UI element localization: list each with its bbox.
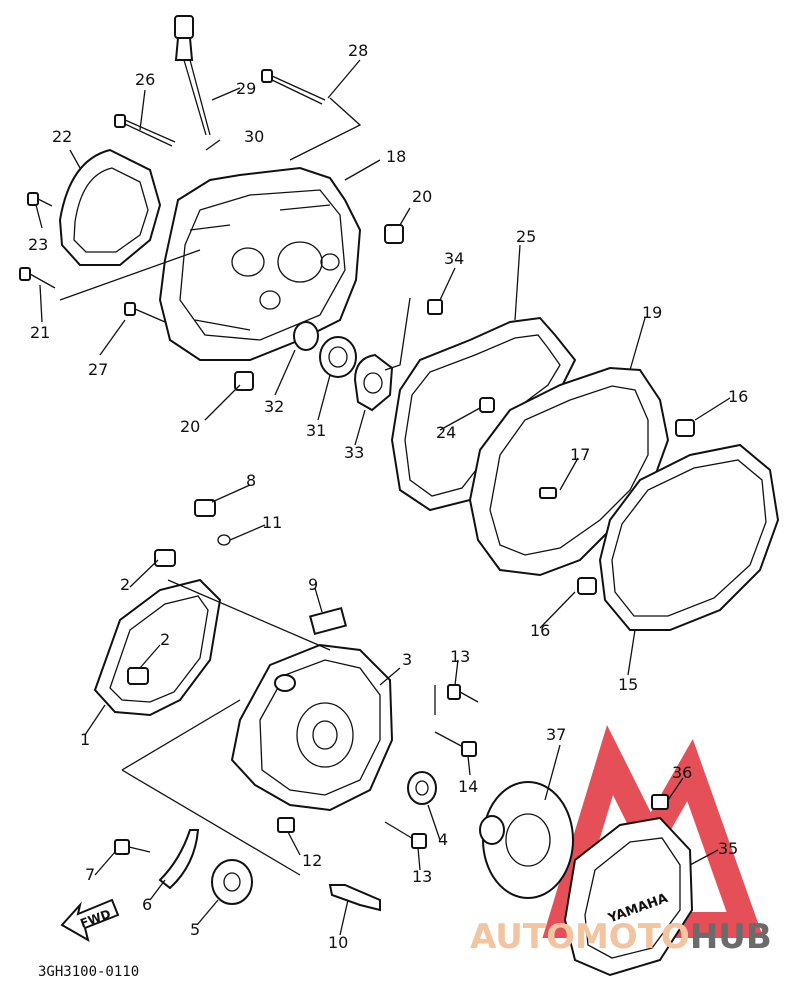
dowel-pin-24 (479, 397, 495, 413)
callout-2b: 2 (160, 630, 170, 649)
rotor-37 (479, 781, 574, 899)
bolt-14 (434, 731, 477, 757)
oil-seal-4 (407, 771, 437, 805)
callout-9: 9 (308, 575, 318, 594)
watermark-text: AUTOMOTOHUB (470, 917, 772, 957)
crankcase-cover-left (158, 166, 362, 361)
callout-20b: 20 (180, 417, 200, 436)
callout-36: 36 (672, 763, 692, 782)
callout-3: 3 (402, 650, 412, 669)
crankcase-cover-19 (468, 366, 670, 577)
callout-13a: 13 (450, 647, 470, 666)
callout-29: 29 (236, 79, 256, 98)
bolt-12 (277, 817, 295, 833)
callout-19: 19 (642, 303, 662, 322)
callout-10: 10 (328, 933, 348, 952)
callout-27: 27 (88, 360, 108, 379)
bearing-5 (211, 859, 253, 905)
callout-5: 5 (190, 920, 200, 939)
leader-lines (35, 59, 731, 936)
callout-14: 14 (458, 777, 478, 796)
crankcase-cover-35: YAMAHA (563, 816, 694, 977)
callout-28: 28 (348, 41, 368, 60)
callout-7: 7 (85, 865, 95, 884)
callout-26: 26 (135, 70, 155, 89)
crankcase-cover-3 (230, 643, 394, 812)
oil-level-gauge (174, 15, 211, 136)
bolt-27 (124, 302, 166, 323)
callout-22: 22 (52, 127, 72, 146)
callout-31: 31 (306, 421, 326, 440)
bolt-7 (114, 839, 151, 855)
gasket-22 (58, 148, 162, 266)
callout-32: 32 (264, 397, 284, 416)
callout-24: 24 (436, 423, 456, 442)
callout-6: 6 (142, 895, 152, 914)
callout-labels: 1 2 2 3 4 5 6 7 8 9 10 11 12 13 13 14 15… (28, 41, 748, 952)
oil-filler-bolt-8 (194, 499, 216, 517)
label-9 (308, 606, 348, 636)
callout-13b: 13 (412, 867, 432, 886)
bolt-13-lower (384, 821, 427, 849)
dowel-pin-20-upper (384, 224, 404, 244)
fwd-label: FWD (78, 907, 112, 931)
dowel-pin-16-upper (675, 419, 695, 437)
callout-11: 11 (262, 513, 282, 532)
callout-12: 12 (302, 851, 322, 870)
callout-2a: 2 (120, 575, 130, 594)
callout-1: 1 (80, 730, 90, 749)
bolt-23 (27, 192, 53, 207)
callout-15: 15 (618, 675, 638, 694)
oil-seal-32 (293, 321, 319, 351)
callout-21: 21 (30, 323, 50, 342)
callout-16b: 16 (530, 621, 550, 640)
bearing-31 (319, 336, 357, 378)
callout-18: 18 (386, 147, 406, 166)
callout-4: 4 (438, 830, 448, 849)
callout-33: 33 (344, 443, 364, 462)
reference-code: 3GH3100-0110 (38, 964, 139, 980)
clamp-10 (328, 884, 381, 912)
callout-25: 25 (516, 227, 536, 246)
forward-direction-arrow: FWD (60, 898, 120, 943)
callout-34: 34 (444, 249, 464, 268)
bolt-21 (19, 267, 56, 289)
dowel-pin-2 (127, 549, 176, 685)
watermark-prefix: AUTOMOTO (470, 917, 690, 957)
bolt-26 (114, 114, 176, 147)
dowel-pin-16-lower (577, 577, 597, 595)
bracket-6 (158, 829, 200, 890)
o-ring-11 (217, 534, 231, 546)
callout-8: 8 (246, 471, 256, 490)
watermark-suffix: HUB (690, 917, 772, 957)
callout-23: 23 (28, 235, 48, 254)
bolt-13-upper (447, 684, 479, 703)
callout-35: 35 (718, 839, 738, 858)
callout-30: 30 (244, 127, 264, 146)
screw-34 (427, 299, 443, 315)
bolt-28 (261, 69, 326, 105)
bearing-plate-33 (353, 353, 394, 412)
callout-17: 17 (570, 445, 590, 464)
callout-20a: 20 (412, 187, 432, 206)
callout-37: 37 (546, 725, 566, 744)
watermark-logo (542, 724, 764, 938)
callout-16a: 16 (728, 387, 748, 406)
screw-36 (651, 794, 669, 810)
gasket-15 (598, 443, 780, 631)
